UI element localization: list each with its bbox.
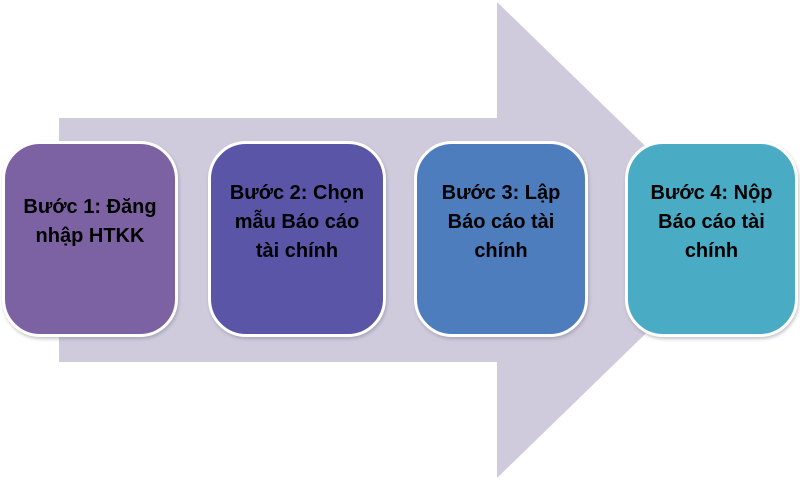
- step-1-line-2: nhập HTKK: [35, 225, 145, 247]
- step-3-line-2: Báo cáo tài: [447, 210, 555, 233]
- step-3-line-3: chính: [474, 239, 528, 262]
- step-2-line-3: tài chính: [255, 239, 339, 262]
- right-arrow-shape: [59, 2, 742, 478]
- step-3-label: Bước 3: Lập Báo cáo tài chính: [442, 179, 561, 266]
- step-4-line-2: Báo cáo tài: [658, 210, 765, 233]
- step-2-line-1: Bước 2: Chọn: [229, 181, 365, 204]
- step-1-label: Bước 1: Đăng nhập HTKK: [23, 193, 156, 251]
- step-4-line-1: Bước 4: Nộp: [650, 181, 773, 204]
- step-1-line-1: Bước 1: Đăng: [23, 196, 157, 218]
- step-box-4: Bước 4: Nộp Báo cáo tài chính: [625, 141, 798, 337]
- step-box-3: Bước 3: Lập Báo cáo tài chính: [414, 141, 588, 337]
- step-box-2: Bước 2: Chọn mẫu Báo cáo tài chính: [208, 141, 386, 337]
- step-2-line-2: mẫu Báo cáo: [234, 210, 360, 233]
- step-2-label: Bước 2: Chọn mẫu Báo cáo tài chính: [230, 179, 364, 266]
- step-4-label: Bước 4: Nộp Báo cáo tài chính: [650, 179, 772, 266]
- step-box-1: Bước 1: Đăng nhập HTKK: [2, 141, 178, 337]
- step-4-line-3: chính: [684, 239, 739, 262]
- step-3-line-1: Bước 3: Lập: [441, 181, 561, 204]
